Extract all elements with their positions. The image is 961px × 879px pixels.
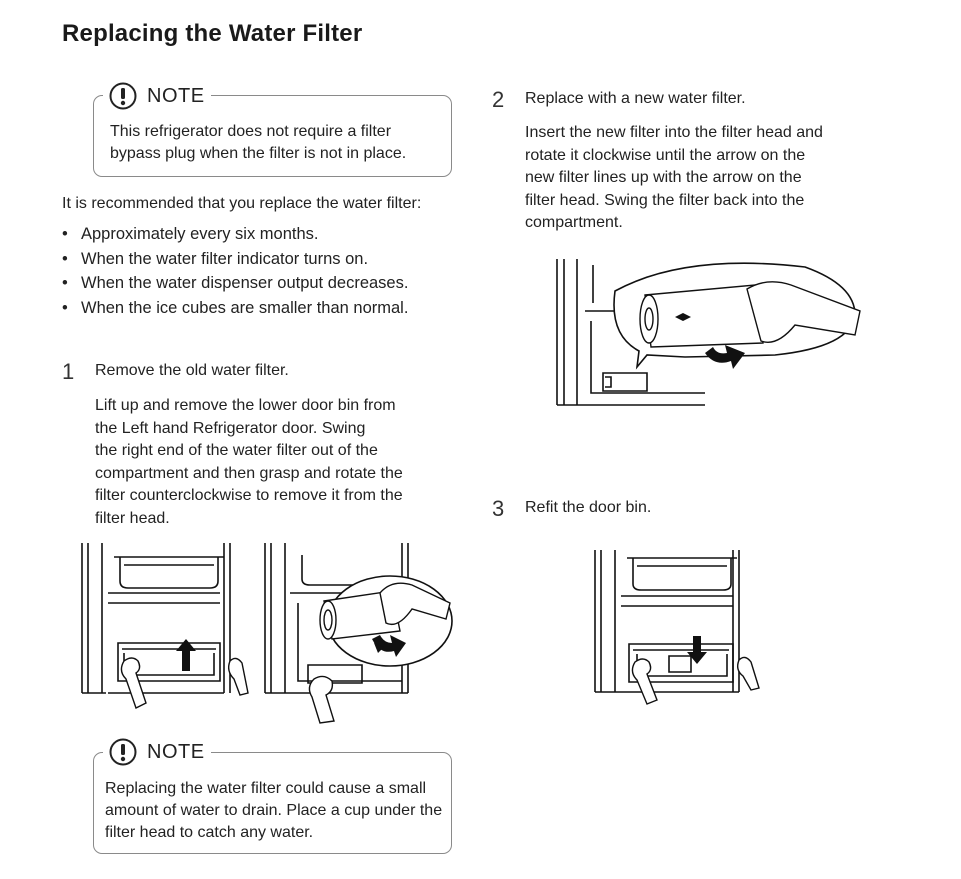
list-item: Approximately every six months. [62,222,462,247]
step-title: Refit the door bin. [525,499,652,516]
step-number: 3 [492,496,505,521]
text-line: the Left hand Refrigerator door. Swing [95,419,366,437]
note-header-bottom: NOTE [103,738,211,766]
filter-install-illustration [555,255,865,410]
text-line: filter counterclockwise to remove it fro… [95,487,403,504]
step-title: Replace with a new water filter. [525,90,746,107]
list-item: When the water filter indicator turns on… [62,247,462,272]
door-bin-refit-illustration [593,548,763,708]
text-line: rotate it clockwise until the arrow on t… [525,146,806,164]
text-line: filter head. Swing the filter back into … [525,191,805,209]
step-number: 1 [62,359,75,384]
note-text-top: This refrigerator does not require a fil… [110,123,407,162]
note-header-top: NOTE [103,82,211,110]
step-number: 2 [492,87,505,112]
intro-text: It is recommended that you replace the w… [62,195,422,212]
step-title: Remove the old water filter. [95,362,289,379]
page-title: Replacing the Water Filter [62,20,363,47]
note-label: NOTE [147,740,205,763]
list-item: When the ice cubes are smaller than norm… [62,296,462,321]
text-line: Lift up and remove the lower door bin fr… [95,397,396,414]
text-line: filter head. [95,509,170,527]
exclamation-circle-icon [109,82,137,110]
step-description: Insert the new filter into the filter he… [525,122,885,235]
note-label: NOTE [147,84,205,107]
text-line: Insert the new filter into the filter he… [525,124,823,141]
text-line: new filter lines up with the arrow on th… [525,169,802,186]
note-box-top [93,95,452,177]
list-item: When the water dispenser output decrease… [62,271,462,296]
note-text-bottom: Replacing the water filter could cause a… [105,780,443,841]
exclamation-circle-icon [109,738,137,766]
text-line: compartment and then grasp and rotate th… [95,464,403,482]
step-description: Lift up and remove the lower door bin fr… [95,395,465,530]
note-box-bottom [93,752,452,854]
door-bin-removal-illustration [80,543,250,713]
recommendation-list: Approximately every six months. When the… [62,222,462,320]
filter-removal-illustration [262,543,457,725]
text-line: the right end of the water filter out of… [95,442,378,459]
text-line: compartment. [525,214,623,231]
